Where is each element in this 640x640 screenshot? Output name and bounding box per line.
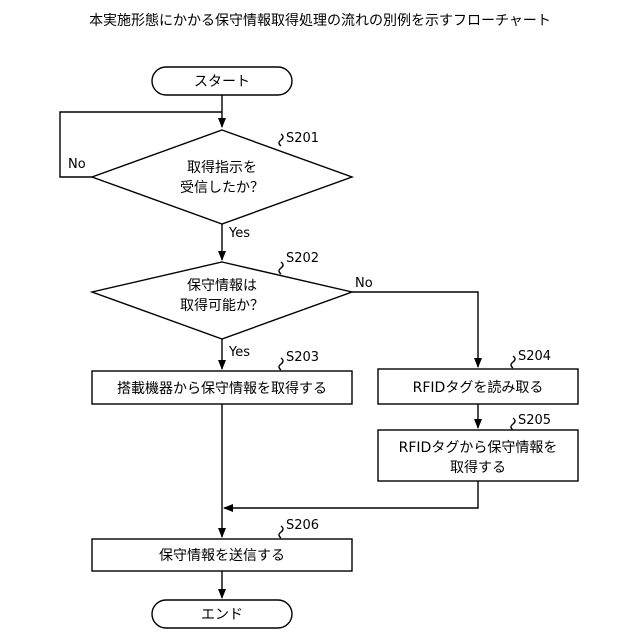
node-s201-line-2: 受信したか？ (180, 180, 264, 196)
diagram-title: 本実施形態にかかる保守情報取得処理の流れの別例を示すフローチャート (89, 12, 551, 29)
step-leader (279, 526, 283, 538)
step-label-s205: S205 (518, 413, 551, 428)
node-start-label: スタート (194, 74, 250, 90)
branch-label-s202-no: No (355, 276, 373, 291)
step-label-s201: S201 (286, 131, 319, 146)
node-s205-line-2: 取得する (450, 459, 506, 476)
step-leader (279, 262, 283, 274)
step-label-s203: S203 (286, 350, 319, 365)
edge-s205-merge (224, 481, 478, 508)
node-s201-line-1: 取得指示を (187, 159, 257, 176)
node-s202: 保守情報は 取得可能か？ S202 (92, 251, 352, 339)
node-end: エンド (152, 600, 292, 628)
step-label-s204: S204 (518, 349, 551, 364)
node-s204-label: RFIDタグを読み取る (413, 379, 544, 396)
step-label-s206: S206 (286, 518, 319, 533)
node-s203-label: 搭載機器から保守情報を取得する (117, 380, 327, 397)
step-leader (279, 358, 283, 370)
branch-label-s202-yes: Yes (228, 345, 250, 360)
step-leader (511, 418, 515, 430)
edge-s202-s204 (352, 292, 478, 367)
node-s202-line-1: 保守情報は (187, 278, 257, 294)
step-leader (279, 134, 283, 146)
node-start: スタート (152, 67, 292, 95)
branch-label-s201-no: No (68, 157, 86, 172)
node-end-label: エンド (201, 607, 243, 623)
node-s205-line-1: RFIDタグから保守情報を (399, 440, 558, 456)
node-s202-line-2: 取得可能か？ (180, 297, 264, 314)
node-s206-label: 保守情報を送信する (159, 548, 285, 564)
step-leader (511, 356, 515, 368)
branch-label-s201-yes: Yes (228, 226, 250, 241)
step-label-s202: S202 (286, 251, 319, 266)
node-s201: 取得指示を 受信したか？ S201 (92, 130, 352, 224)
